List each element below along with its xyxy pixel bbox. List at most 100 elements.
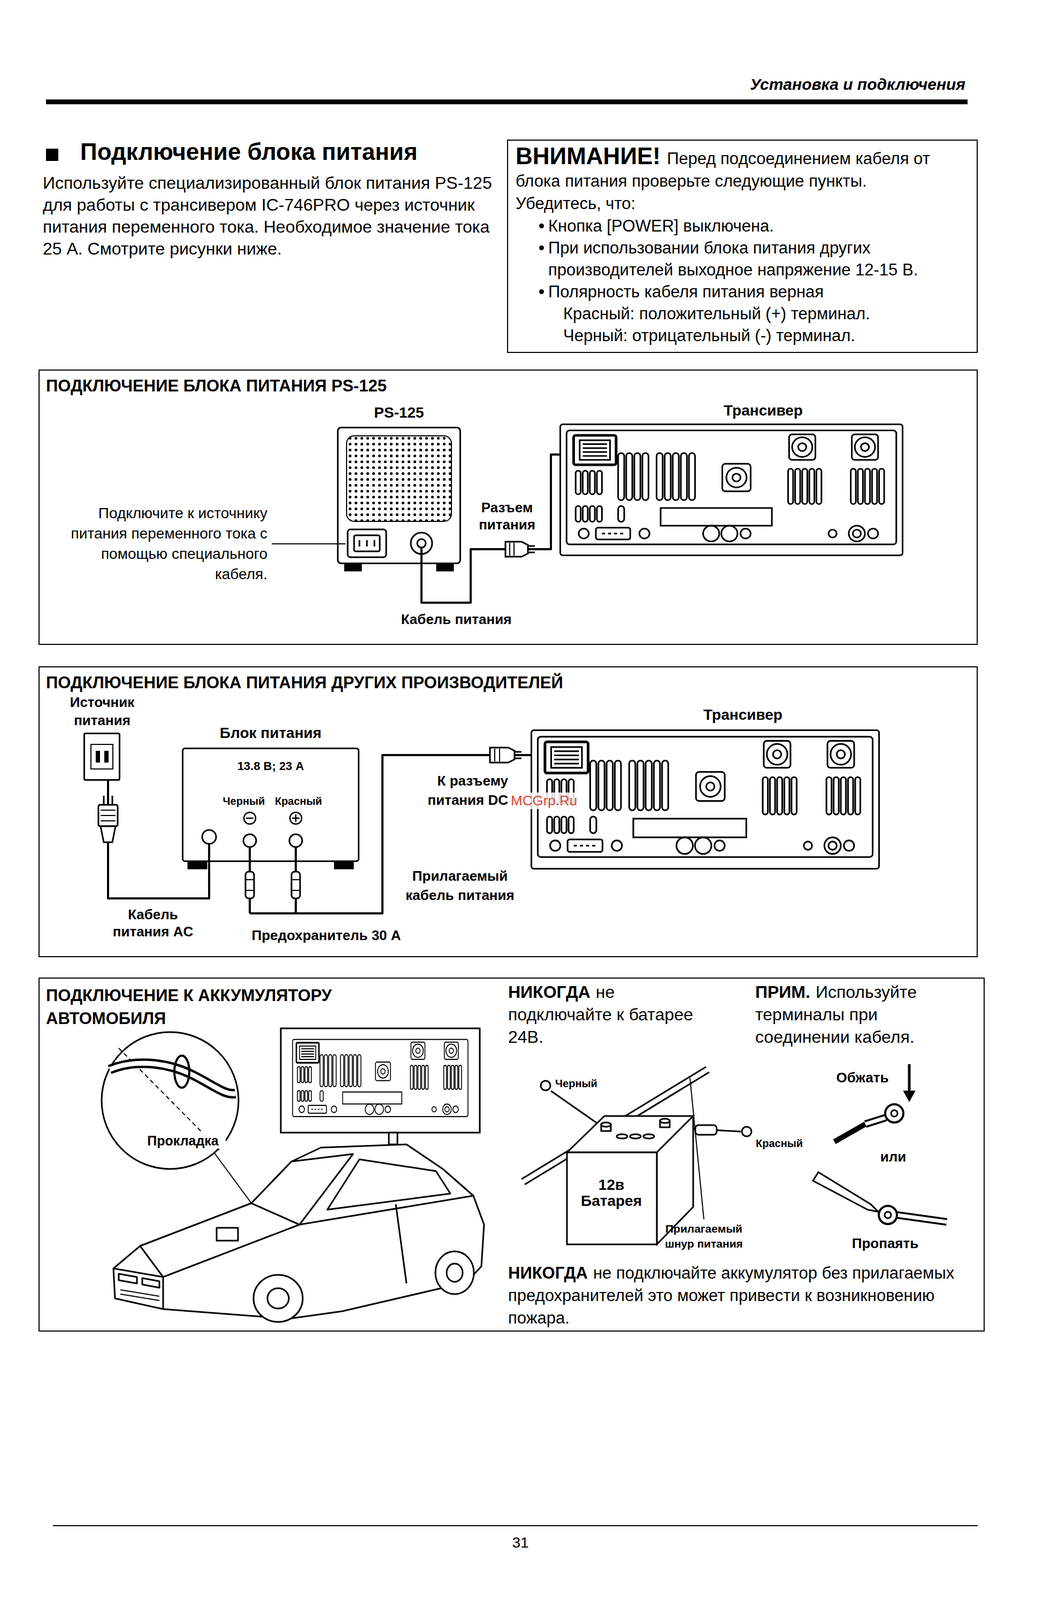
- dc-plug: [509, 542, 515, 556]
- battery-wires: [540, 1080, 551, 1091]
- battery-outline: [616, 1134, 628, 1139]
- dc-plug: [505, 541, 535, 557]
- psu-details: [188, 862, 207, 869]
- node-heading: Источник питания: [56, 693, 148, 730]
- annotation: Красный: [755, 1137, 815, 1150]
- transceiver: Трансивер: [559, 423, 904, 557]
- warning-box: ВНИМАНИЕ!Перед подсоединением кабеля от …: [507, 139, 978, 354]
- grommet-inset: [101, 1032, 239, 1170]
- grommet-inset: [109, 1063, 236, 1094]
- bullet-row: Кнопка [POWER] выключена.: [515, 215, 974, 237]
- wall-outlet: Источник питания: [83, 732, 121, 781]
- node-text: 13.8 В; 23 А: [201, 759, 341, 774]
- psu-details: [289, 834, 303, 848]
- car: [267, 1288, 289, 1309]
- annotation: или: [871, 1148, 915, 1166]
- ps125-details: [346, 435, 452, 522]
- soldering: [884, 1211, 892, 1219]
- annotation: Разъем питания: [472, 499, 542, 534]
- psu-details: [243, 834, 257, 848]
- running-header: Установка и подключения: [641, 74, 966, 95]
- node-heading: Трансивер: [662, 706, 824, 725]
- dc-plug: [527, 546, 535, 553]
- outlet-details: [90, 744, 113, 770]
- header-rule: [45, 99, 968, 105]
- warning-content: ВНИМАНИЕ!Перед подсоединением кабеля от …: [515, 144, 974, 347]
- diagram-panel: ПОДКЛЮЧЕНИЕ БЛОКА ПИТАНИЯ ДРУГИХ ПРОИЗВО…: [38, 666, 978, 958]
- node-text: Красный: [271, 794, 326, 808]
- battery-wires: [741, 1126, 752, 1137]
- psu-details: [246, 817, 254, 820]
- emphasis: НИКОГДА: [508, 982, 591, 1002]
- ac-plug: [100, 810, 116, 822]
- annotation: К разъему питания DC: [406, 771, 509, 810]
- crimp-terminal: [834, 1124, 866, 1142]
- annotation: Подключите к источнику питания переменно…: [53, 503, 268, 585]
- emphasis: НИКОГДА: [508, 1263, 588, 1283]
- car: [113, 1144, 485, 1323]
- car-cable: [388, 1132, 398, 1145]
- watermark: MCGrp.Ru: [510, 792, 581, 810]
- ac-plug: [98, 804, 118, 827]
- emphasis: ПРИМ.: [755, 982, 811, 1002]
- soldering: [878, 1206, 897, 1225]
- battery-outline: [643, 1134, 655, 1139]
- annotation: Черный: [555, 1077, 609, 1091]
- inset-transceiver: [280, 1028, 480, 1133]
- battery-wires: [695, 1125, 717, 1135]
- node-heading: Блок питания: [211, 724, 330, 743]
- transceiver-rear-panel: [292, 1039, 469, 1117]
- psu-details: [208, 844, 211, 863]
- crimp-terminal: [885, 1104, 904, 1123]
- psu-details: [243, 812, 256, 825]
- outlet-details: [104, 751, 109, 763]
- node-heading: ПОДКЛЮЧЕНИЕ БЛОКА ПИТАНИЯ PS-125: [45, 376, 581, 396]
- grommet-inset: [109, 1063, 236, 1094]
- psu-details: [334, 862, 354, 869]
- soldering: [896, 1215, 947, 1223]
- ps125-details: [359, 540, 375, 547]
- transceiver-rear-panel: [537, 737, 873, 858]
- power-supply-unit: PS-125: [336, 426, 462, 565]
- section-title: Подключение блока питания: [80, 137, 498, 167]
- outlet-details: [96, 751, 100, 763]
- psu-details: [249, 847, 296, 914]
- annotation: Предохранитель 30 А: [235, 927, 418, 945]
- annotation: Прилагаемый шнур питания: [661, 1221, 747, 1252]
- ps125-details: [344, 435, 454, 571]
- dc-plug: [494, 748, 500, 762]
- annotation: Пропаять: [845, 1235, 926, 1253]
- warning-heading: ВНИМАНИЕ!: [515, 142, 661, 170]
- warning-intro: ВНИМАНИЕ!Перед подсоединением кабеля от …: [515, 144, 950, 216]
- fuse: [245, 871, 301, 899]
- car: [435, 1251, 474, 1295]
- cable-label: Прилагаемый кабель питания: [393, 866, 527, 905]
- bullet-dot: [539, 245, 544, 251]
- battery-wires: [521, 1067, 752, 1220]
- node-heading: ПОДКЛЮЧЕНИЕ БЛОКА ПИТАНИЯ ДРУГИХ ПРОИЗВО…: [45, 672, 688, 693]
- transceiver: Трансивер: [530, 729, 880, 870]
- leader-line: [271, 543, 346, 545]
- annotation: Используйте специализированный блок пита…: [42, 172, 498, 260]
- bullet-text: При использовании блока питания других п…: [548, 236, 974, 281]
- psu-details: [202, 830, 217, 845]
- dc-plug: [505, 541, 528, 557]
- battery-outline: [566, 1152, 657, 1245]
- power-cable: [295, 755, 531, 914]
- crimp-terminal: [903, 1091, 916, 1102]
- battery-outline: [660, 1118, 670, 1124]
- ps125-details: [436, 564, 454, 571]
- bullet-text: Кнопка [POWER] выключена.: [548, 215, 974, 237]
- battery-outline: [601, 1122, 611, 1127]
- power-cable: [108, 780, 210, 899]
- car: [253, 1275, 303, 1323]
- dc-plug: [489, 747, 522, 763]
- ps125-details: [354, 535, 380, 552]
- annotation: Обжать: [829, 1069, 896, 1087]
- crimp-terminal: [891, 1110, 898, 1117]
- cable-label: Кабель питания AC: [104, 906, 202, 941]
- crimp-terminal: [865, 1117, 886, 1125]
- car: [142, 1278, 160, 1288]
- bullet-row: Черный: отрицательный (-) терминал.: [515, 324, 974, 347]
